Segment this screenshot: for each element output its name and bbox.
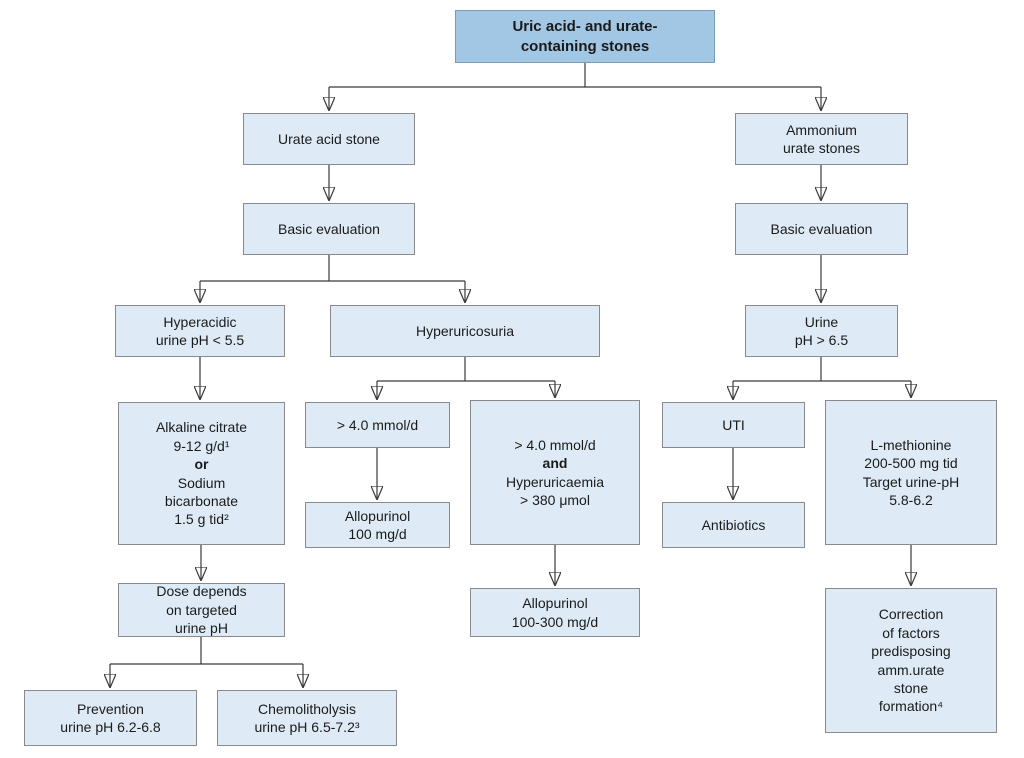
node-text-line: Uric acid- and urate- — [512, 17, 658, 35]
node-ammonium-urate-stones: Ammonium urate stones — [735, 113, 908, 165]
node-basic-evaluation-left: Basic evaluation — [243, 203, 415, 255]
node-text-line: L-methionine — [870, 436, 952, 453]
node-text-line: Allopurinol — [522, 595, 588, 612]
node-text-line: of factors — [882, 624, 940, 641]
node-text-line: 100 mg/d — [348, 526, 407, 542]
node-text-line: 9-12 g/d¹ — [173, 437, 230, 454]
node-text-line: Basic evaluation — [770, 220, 873, 237]
node-text-line: Sodium — [177, 474, 226, 491]
node-text-line: Basic evaluation — [278, 220, 380, 237]
node-text-line: 5.8-6.2 — [889, 491, 933, 508]
node-hyperacidic-urine: Hyperacidic urine pH < 5.5 — [115, 305, 285, 357]
node-chemolitholysis: Chemolitholysis urine pH 6.5-7.2³ — [217, 690, 397, 746]
node-text-line: urate stones — [782, 140, 861, 156]
node-text-line: Hyperacidic — [163, 313, 237, 330]
node-text-line: Antibiotics — [701, 516, 766, 533]
node-text-line: urine pH — [175, 620, 228, 637]
node-text-line: and — [542, 455, 568, 472]
node-text-line: Allopurinol — [344, 507, 411, 524]
node-antibiotics: Antibiotics — [662, 502, 805, 548]
node-allopurinol-100: Allopurinol 100 mg/d — [305, 502, 450, 548]
node-text-line: > 4.0 mmol/d — [336, 416, 419, 433]
node-text-line: on targeted — [166, 601, 237, 618]
node-uti: UTI — [662, 402, 805, 448]
node-urine-ph-over-6-5: Urine pH > 6.5 — [745, 305, 898, 357]
node-urate-acid-stone: Urate acid stone — [243, 113, 415, 165]
node-text-line: or — [194, 456, 209, 473]
node-text-line: Urate acid stone — [278, 130, 380, 147]
node-over-4-mmol-per-day: > 4.0 mmol/d — [305, 402, 450, 448]
node-text-line: Correction — [878, 606, 944, 623]
node-text-line: stone — [893, 679, 929, 696]
node-text-line: predisposing — [871, 643, 951, 660]
node-text-line: amm.urate — [877, 661, 945, 678]
node-text-line: containing stones — [520, 37, 650, 55]
node-text-line: Urine — [804, 313, 839, 330]
node-uric-acid-urate-containing-stones: Uric acid- and urate-containing stones — [455, 10, 715, 63]
node-text-line: Ammonium — [786, 121, 857, 138]
node-prevention: Prevention urine pH 6.2-6.8 — [24, 690, 197, 746]
node-basic-evaluation-right: Basic evaluation — [735, 203, 908, 255]
node-text-line: > 4.0 mmol/d — [514, 436, 596, 453]
node-text-line: > 380 μmol — [520, 491, 590, 508]
node-text-line: pH > 6.5 — [794, 332, 849, 348]
node-text-line: urine pH 6.2-6.8 — [60, 719, 161, 735]
node-hyperuricosuria: Hyperuricosuria — [330, 305, 600, 357]
node-text-line: Hyperuricaemia — [505, 473, 605, 490]
node-text-line: urine pH < 5.5 — [155, 332, 245, 348]
node-text-line: Chemolitholysis — [257, 700, 357, 717]
node-text-line: urine pH 6.5-7.2³ — [254, 719, 360, 735]
node-text-line: Target urine-pH — [862, 473, 960, 490]
node-text-line: Alkaline citrate — [155, 419, 248, 436]
node-text-line: 200-500 mg tid — [864, 455, 958, 472]
node-text-line: Prevention — [77, 700, 144, 717]
node-text-line: 100-300 mg/d — [511, 613, 599, 630]
node-text-line: bicarbonate — [164, 492, 239, 509]
node-text-line: Hyperuricosuria — [415, 322, 515, 339]
node-text-line: UTI — [722, 416, 745, 433]
node-text-line: 1.5 g tid² — [174, 511, 229, 528]
node-text-line: Dose depends — [156, 583, 247, 600]
node-text-line: formation⁴ — [878, 698, 944, 715]
